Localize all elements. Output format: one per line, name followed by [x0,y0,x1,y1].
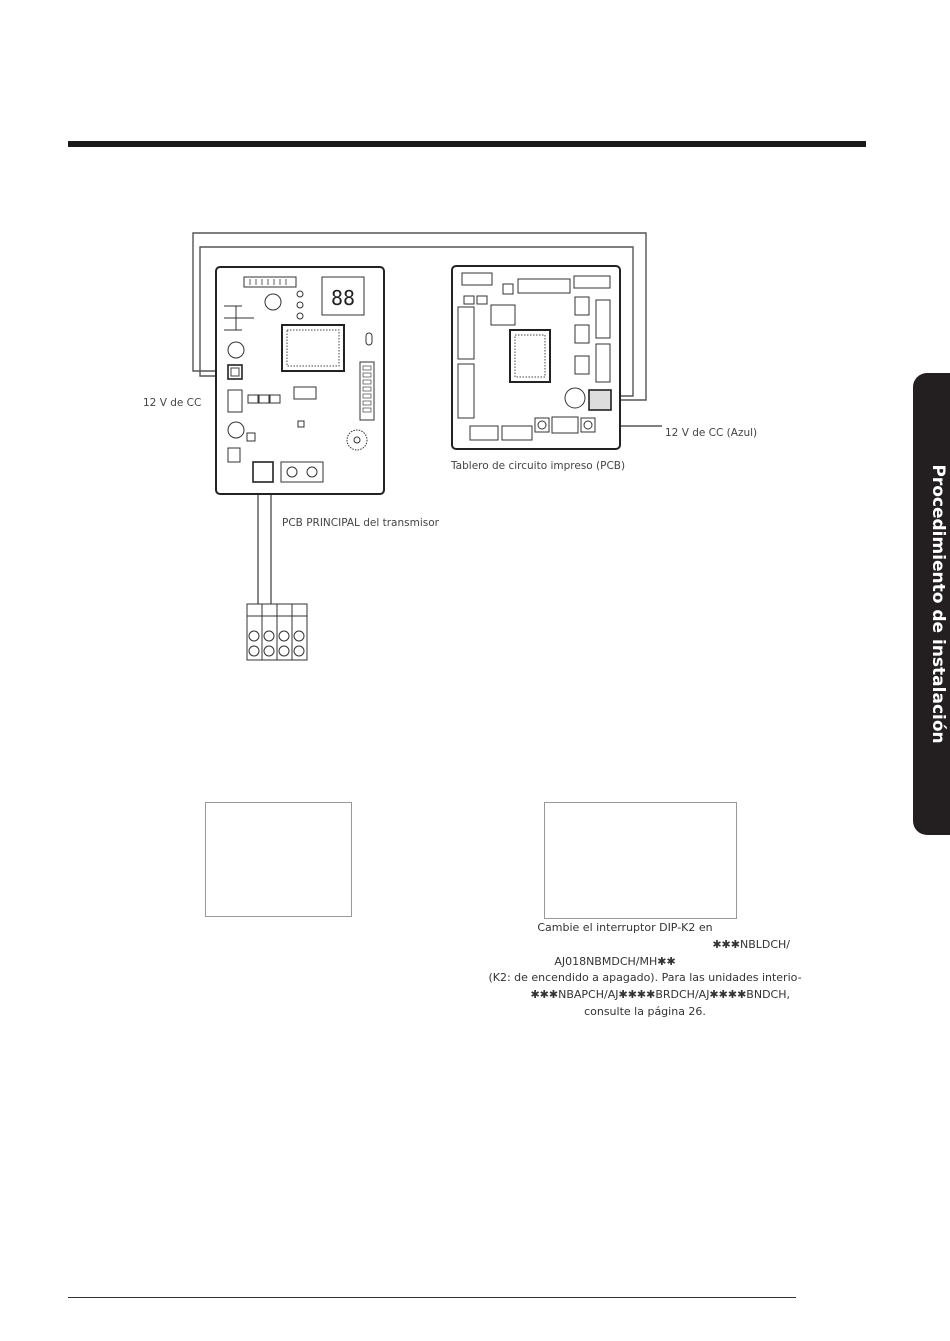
caption-line-2: ✱✱✱NBLDCH/ [712,937,790,951]
caption-line-4: (K2: de encendido a apagado). Para las u… [488,971,802,985]
indoor-pcb [451,265,621,450]
dc12-left-label: 12 V de CC [143,397,202,409]
dip-left-frame [205,802,352,917]
seven-seg-display: 88 [331,286,355,310]
pcb-right-label: Tablero de circuito impreso (PCB) [451,460,626,472]
caption-line-3: AJ018NBMDCH/MH✱✱ [554,954,676,968]
dc-wires [192,232,662,604]
terminal-block [246,603,308,661]
top-rule [68,141,866,147]
caption-line-5: ✱✱✱NBAPCH/AJ✱✱✱✱BRDCH/AJ✱✱✱✱BNDCH, [530,988,790,1002]
dip-right-frame [544,802,737,919]
transmitter-main-pcb: 88 [215,266,385,495]
caption-line-1: Cambie el interruptor DIP-K2 en [537,921,713,934]
section-side-tab: Procedimiento de instalación [913,373,950,835]
dc12-blue-label: 12 V de CC (Azul) [665,427,758,439]
dip-caption: Cambie el interruptor DIP-K2 en ✱✱✱NBLDC… [480,920,810,1021]
caption-line-6: consulte la página 26. [584,1004,706,1018]
bottom-rule [68,1297,796,1298]
pcb-main-label: PCB PRINCIPAL del transmisor [282,517,439,529]
